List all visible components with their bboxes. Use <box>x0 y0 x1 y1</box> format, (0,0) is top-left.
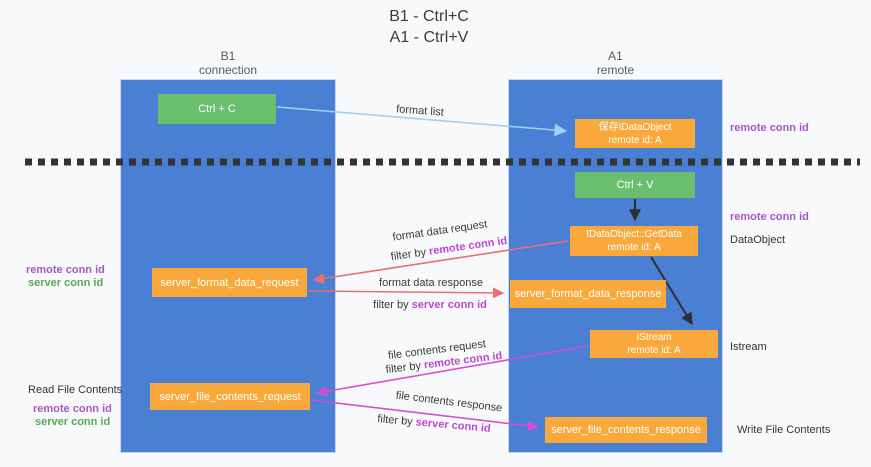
node-save-dataobject-line1: 保存IDataObject <box>598 121 672 133</box>
node-server-file-contents-request-label: server_file_contents_request <box>159 390 301 403</box>
label-filter-server-1: filter by server conn id <box>373 299 487 311</box>
lane-header-b1: B1 connection <box>120 49 336 77</box>
node-server-format-data-response-label: server_format_data_response <box>514 288 662 300</box>
node-save-dataobject: 保存IDataObject remote id: A <box>575 119 695 148</box>
label-file-contents-response: file contents response <box>395 389 503 415</box>
label-format-data-response: format data response <box>379 277 483 289</box>
filter-by-text: filter by <box>373 299 412 311</box>
label-remote-conn-id-right-2: remote conn id <box>730 211 809 223</box>
lane-a1-name: A1 <box>608 49 623 63</box>
diagram-title: B1 - Ctrl+C A1 - Ctrl+V <box>279 6 579 48</box>
label-remote-conn-id-left-1: remote conn id <box>26 264 105 276</box>
label-filter-server-2: filter by server conn id <box>377 413 491 435</box>
server-conn-id-value: server conn id <box>415 416 492 435</box>
lane-header-a1: A1 remote <box>508 49 723 77</box>
node-istream: IStream remote id: A <box>590 330 718 358</box>
node-istream-line2: remote id: A <box>627 345 681 356</box>
server-conn-id-value: server conn id <box>411 299 487 311</box>
arrow-format-data-response <box>307 287 505 299</box>
node-server-file-contents-request: server_file_contents_request <box>150 383 310 410</box>
filter-by-text: filter by <box>390 245 430 264</box>
node-ctrl-c: Ctrl + C <box>158 94 276 124</box>
node-getdata: IDataObject::GetData remote id: A <box>570 226 698 256</box>
node-server-file-contents-response-label: server_file_contents_response <box>551 424 701 436</box>
filter-by-text: filter by <box>385 359 425 377</box>
label-server-conn-id-left-2: server conn id <box>35 416 111 428</box>
lane-b1-name: B1 <box>220 49 236 63</box>
filter-by-text: filter by <box>376 413 417 429</box>
node-server-format-data-response: server_format_data_response <box>510 280 666 308</box>
label-istream: Istream <box>730 341 767 353</box>
label-write-file-contents: Write File Contents <box>737 424 831 436</box>
node-getdata-line1: IDataObject::GetData <box>586 229 682 240</box>
lane-a1-role: remote <box>596 63 635 77</box>
node-ctrl-v: Ctrl + V <box>575 172 695 198</box>
label-dataobject: DataObject <box>730 234 786 246</box>
label-format-list: format list <box>395 103 445 119</box>
node-server-file-contents-response: server_file_contents_response <box>545 417 707 443</box>
node-ctrl-c-label: Ctrl + C <box>198 103 236 115</box>
label-remote-conn-id-right-1: remote conn id <box>730 122 809 134</box>
title-line-2: A1 - Ctrl+V <box>389 29 469 46</box>
node-getdata-line2: remote id: A <box>607 242 661 253</box>
label-read-file-contents: Read File Contents <box>28 384 123 396</box>
node-istream-line1: IStream <box>636 332 672 343</box>
lane-b1-role: connection <box>198 63 258 77</box>
label-server-conn-id-left-1: server conn id <box>28 277 104 289</box>
node-server-format-data-request-label: server_format_data_request <box>160 276 299 289</box>
title-line-1: B1 - Ctrl+C <box>389 8 469 25</box>
remote-conn-id-value: remote conn id <box>428 234 508 258</box>
node-ctrl-v-label: Ctrl + V <box>616 179 654 191</box>
label-remote-conn-id-left-2: remote conn id <box>33 403 112 415</box>
node-server-format-data-request: server_format_data_request <box>152 268 307 297</box>
node-save-dataobject-line2: remote id: A <box>608 134 662 146</box>
